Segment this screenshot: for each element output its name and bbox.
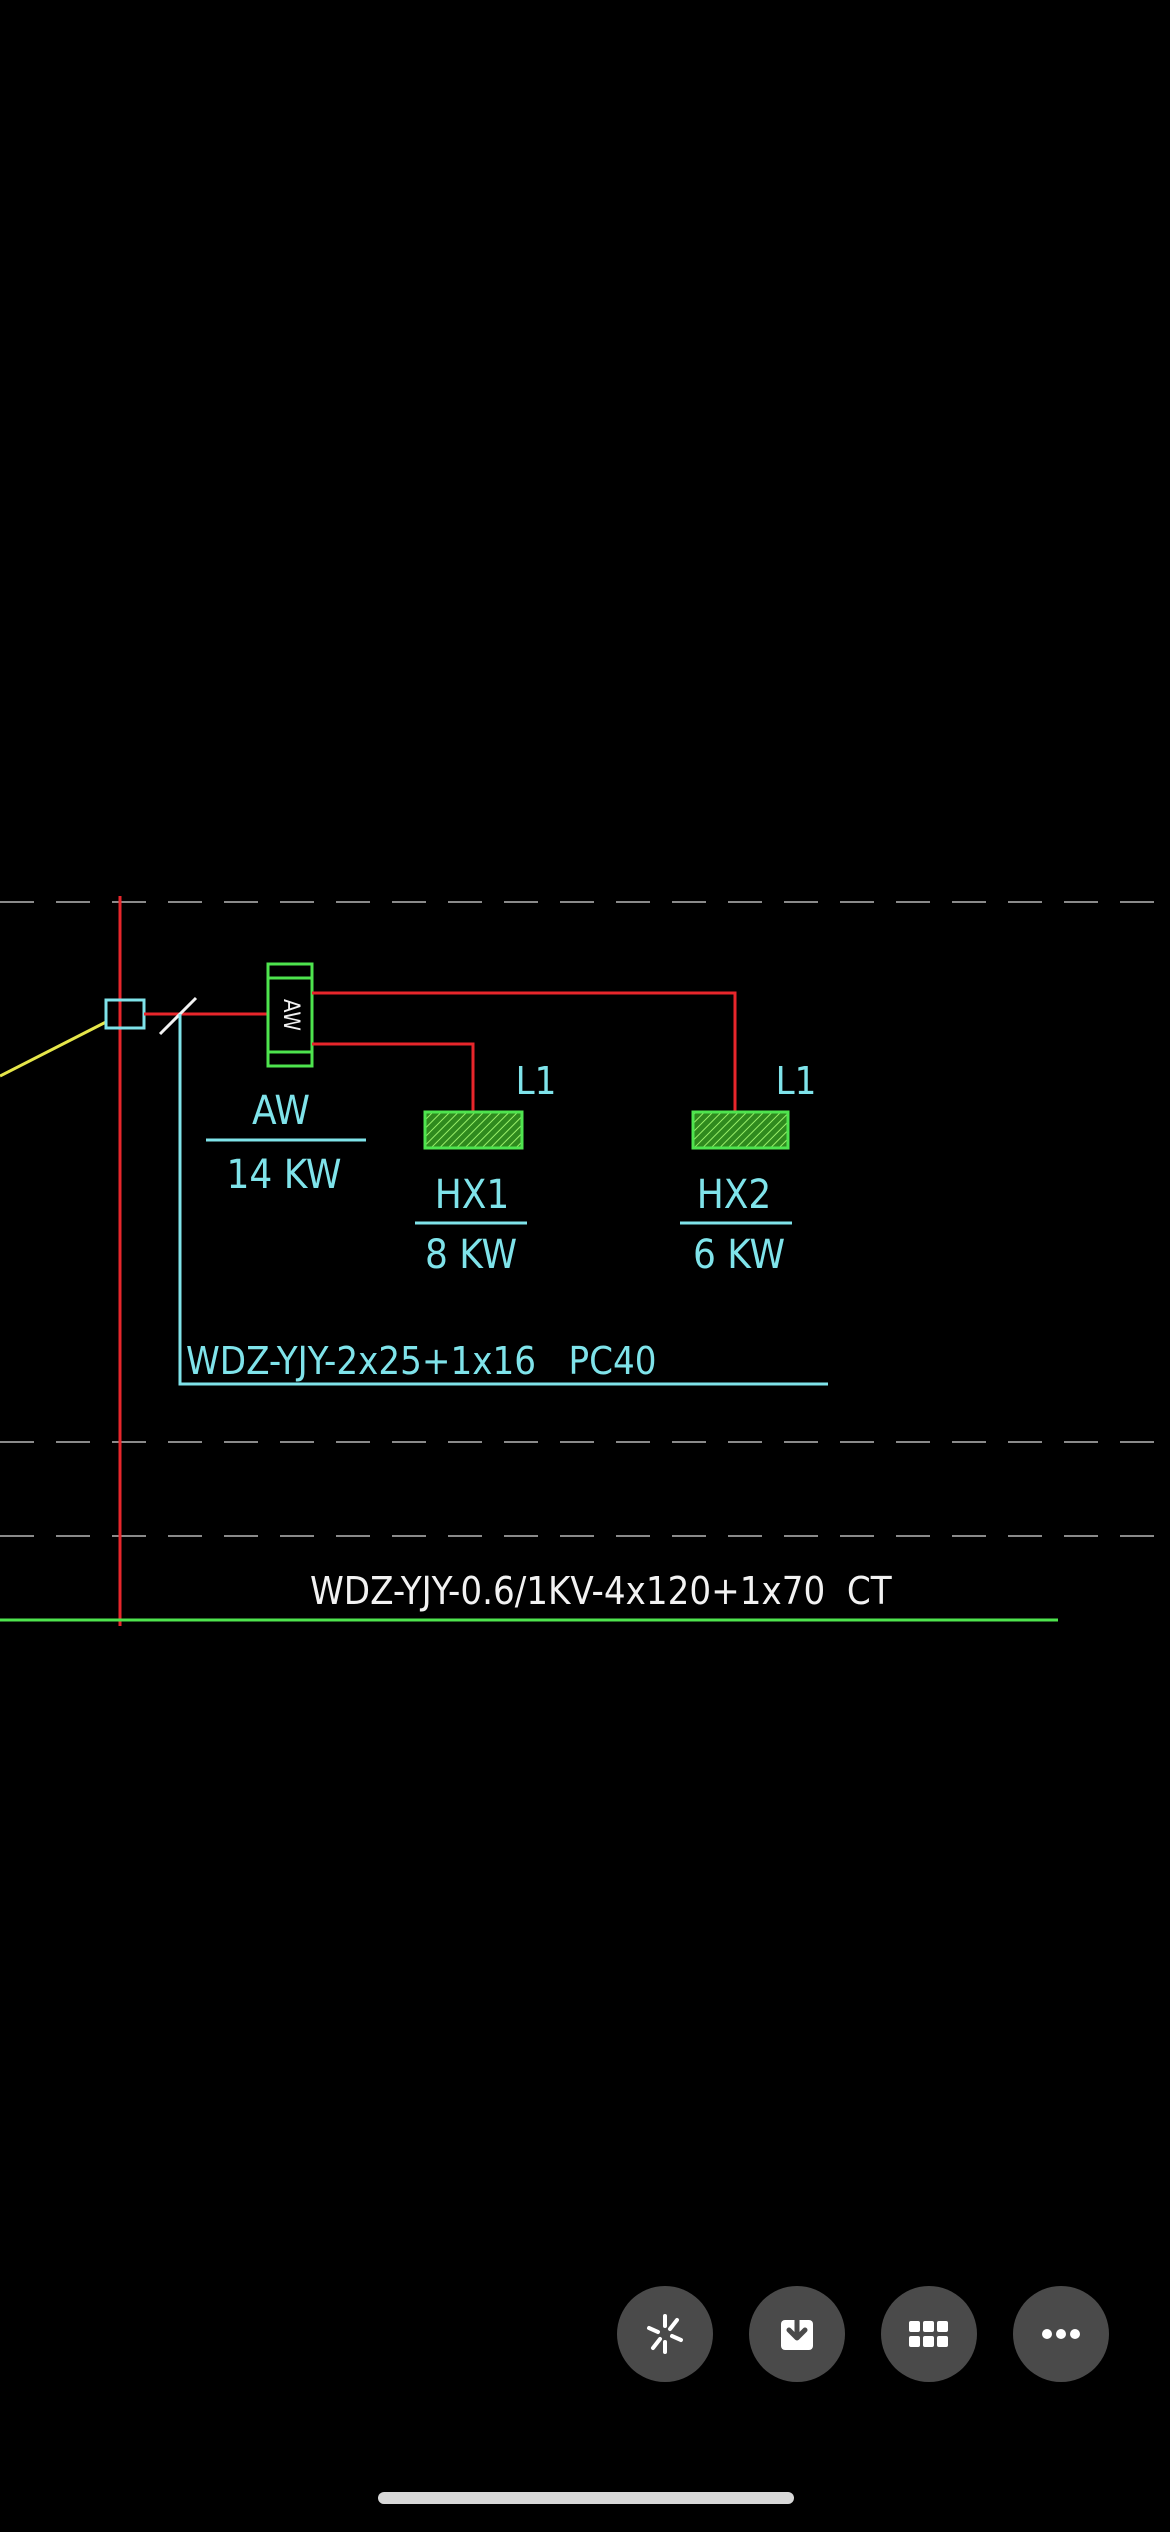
sparkle-icon [647, 2314, 683, 2354]
viewer-toolbar [617, 2286, 1109, 2382]
download-icon [781, 2311, 813, 2350]
more-icon [1042, 2329, 1080, 2339]
hx1-load-power: 8 KW [425, 1232, 517, 1278]
junction-box [104, 998, 146, 1030]
trunk-cable-label: WDZ-YJY-0.6/1KV-4x120+1x70 CT [310, 1569, 892, 1613]
feed-line-hx2 [312, 991, 737, 1112]
hx1-load-box [423, 1110, 524, 1150]
enhance-button[interactable] [617, 2286, 713, 2382]
branch-cable-label: WDZ-YJY-2x25+1x16 PC40 [186, 1339, 657, 1383]
aw-panel-power: 14 KW [227, 1152, 342, 1198]
aw-panel-name: AW [252, 1088, 310, 1134]
incoming-feeder-line [0, 1020, 107, 1078]
home-indicator[interactable] [378, 2492, 794, 2504]
grid-icon [909, 2321, 948, 2347]
hx1-phase-label: L1 [516, 1059, 557, 1103]
aw-panel-box [266, 962, 314, 1068]
hx1-load-name: HX1 [435, 1172, 510, 1218]
hx2-load-box [691, 1110, 790, 1150]
download-button[interactable] [749, 2286, 845, 2382]
feed-line-hx1 [312, 1042, 475, 1112]
branch-cable-route [178, 1014, 828, 1386]
breaker-slash [158, 996, 198, 1036]
hx2-load-name: HX2 [697, 1172, 772, 1218]
hx2-phase-label: L1 [776, 1059, 817, 1103]
apps-button[interactable] [881, 2286, 977, 2382]
aw-panel-box-label: AW [278, 999, 303, 1031]
hx2-load-power: 6 KW [693, 1232, 785, 1278]
more-button[interactable] [1013, 2286, 1109, 2382]
